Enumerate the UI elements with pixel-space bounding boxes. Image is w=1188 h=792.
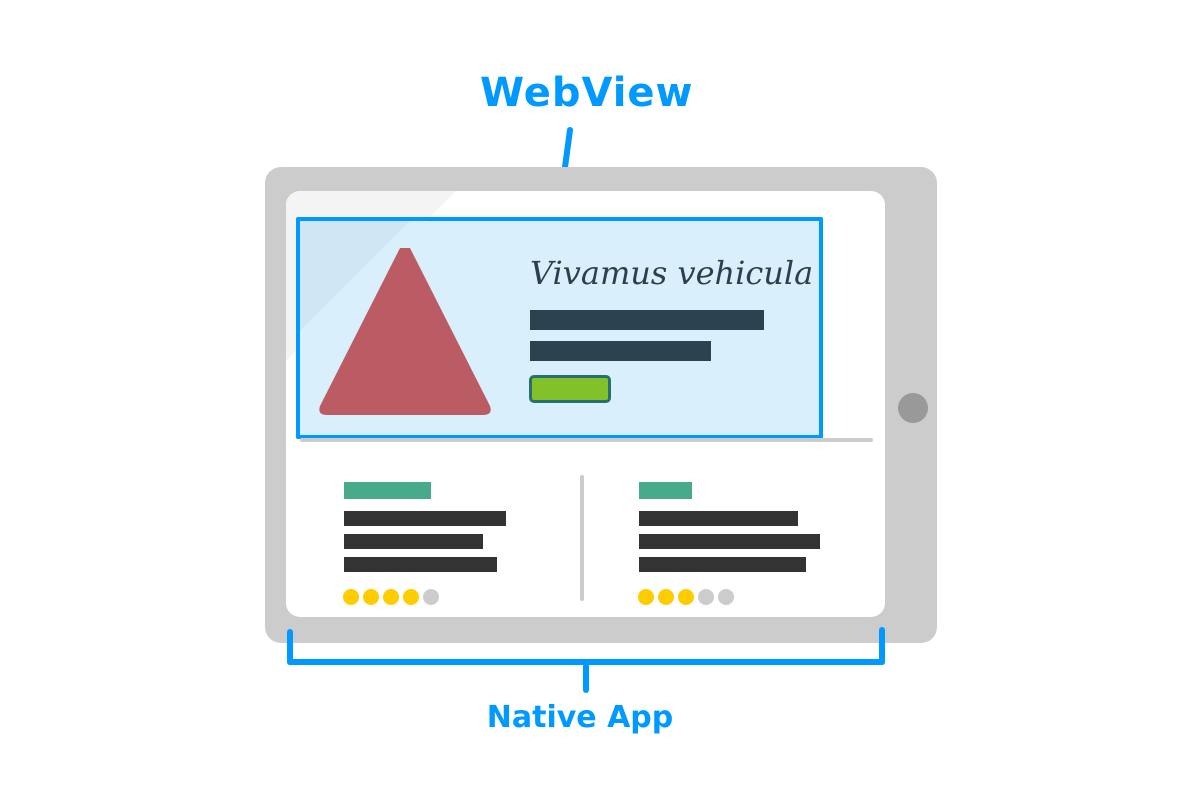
card-2-line-1 <box>639 511 798 526</box>
webview-label: WebView <box>480 70 694 116</box>
star-icon <box>678 589 694 605</box>
home-button[interactable] <box>898 393 928 423</box>
webview-title: Vivamus vehicula <box>530 254 814 292</box>
star-empty-icon <box>423 589 439 605</box>
bracket-left <box>287 629 293 665</box>
card-1-tag <box>344 482 431 499</box>
card-2-tag <box>639 482 692 499</box>
star-icon <box>403 589 419 605</box>
bracket-pointer <box>583 663 589 693</box>
star-empty-icon <box>698 589 714 605</box>
star-icon <box>343 589 359 605</box>
star-empty-icon <box>718 589 734 605</box>
star-icon <box>658 589 674 605</box>
star-icon <box>638 589 654 605</box>
section-divider <box>300 438 873 442</box>
webview-text-line-2 <box>530 341 711 361</box>
card-1-line-3 <box>344 557 497 572</box>
native-app-label: Native App <box>486 700 674 735</box>
hero-triangle-icon <box>319 248 491 415</box>
card-divider <box>580 475 584 601</box>
star-icon <box>383 589 399 605</box>
webview-text-line-1 <box>530 310 764 330</box>
card-2-line-2 <box>639 534 820 549</box>
bracket-right <box>879 627 885 665</box>
bracket-base <box>287 659 885 665</box>
card-1-line-1 <box>344 511 506 526</box>
webview-glare <box>300 221 410 331</box>
card-1-line-2 <box>344 534 483 549</box>
webview-cta-button[interactable] <box>529 375 611 403</box>
card-2-line-3 <box>639 557 806 572</box>
star-icon <box>363 589 379 605</box>
